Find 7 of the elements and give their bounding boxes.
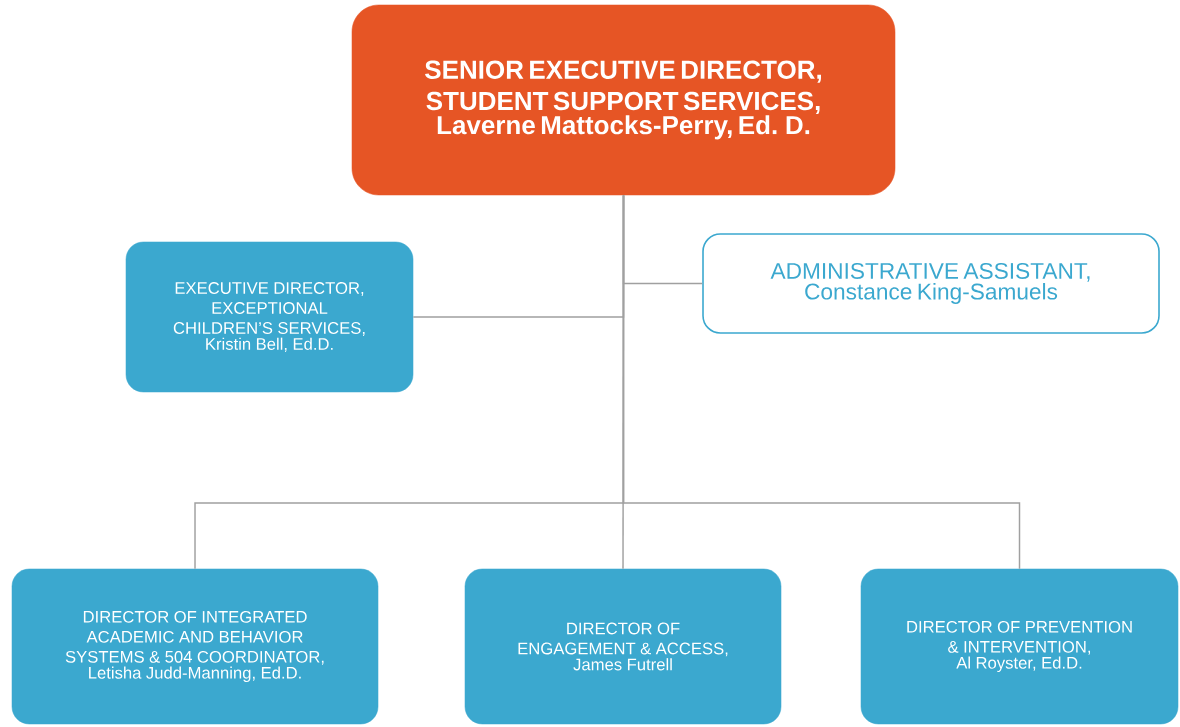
org-box: EXECUTIVE DIRECTOR, EXCEPTIONAL CHILDREN’S SERVICES, Kristin Bell, Ed.D.	[125, 241, 414, 393]
org-box: SENIOR EXECUTIVE DIRECTOR, STUDENT SUPPORT SERVICES, Laverne Mattocks-Perry, Ed. D.	[351, 4, 896, 196]
org-box: DIRECTOR OF INTEGRATED ACADEMIC AND BEHAVIOR SYSTEMS & 504 COORDINATOR, Letisha Judd-Manning, Ed.D.	[11, 568, 379, 725]
org-box: ADMINISTRATIVE ASSISTANT, Constance King-Samuels	[702, 233, 1160, 334]
connector-line	[622, 194, 1021, 570]
org-box: DIRECTOR OF PREVENTION & INTERVENTION, Al Royster, Ed.D.	[860, 568, 1179, 725]
org-box: DIRECTOR OF ENGAGEMENT & ACCESS, James Futrell	[464, 568, 782, 725]
